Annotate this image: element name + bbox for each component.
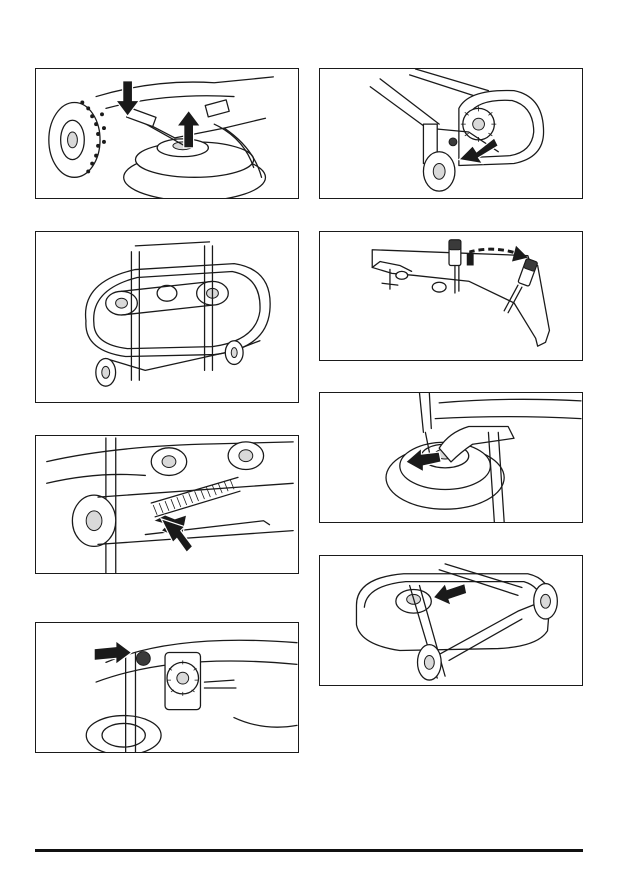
lever-illustration xyxy=(320,232,582,360)
figure-tension-spring xyxy=(35,435,299,574)
tension-spring-illustration xyxy=(36,436,298,573)
height-adjust-illustration xyxy=(320,69,582,198)
deck-front-illustration xyxy=(320,556,582,685)
belt-cover-illustration xyxy=(36,232,298,402)
spindle-illustration xyxy=(320,393,582,522)
figure-deck-front xyxy=(319,555,583,686)
figure-lever xyxy=(319,231,583,361)
figure-height-adjust xyxy=(319,68,583,199)
figure-lift-arm xyxy=(35,68,299,199)
lift-arm-illustration xyxy=(36,69,298,198)
grease-point-illustration xyxy=(36,623,298,752)
figure-belt-cover xyxy=(35,231,299,403)
figure-grease-point xyxy=(35,622,299,753)
footer-rule xyxy=(35,849,583,852)
figure-spindle xyxy=(319,392,583,523)
